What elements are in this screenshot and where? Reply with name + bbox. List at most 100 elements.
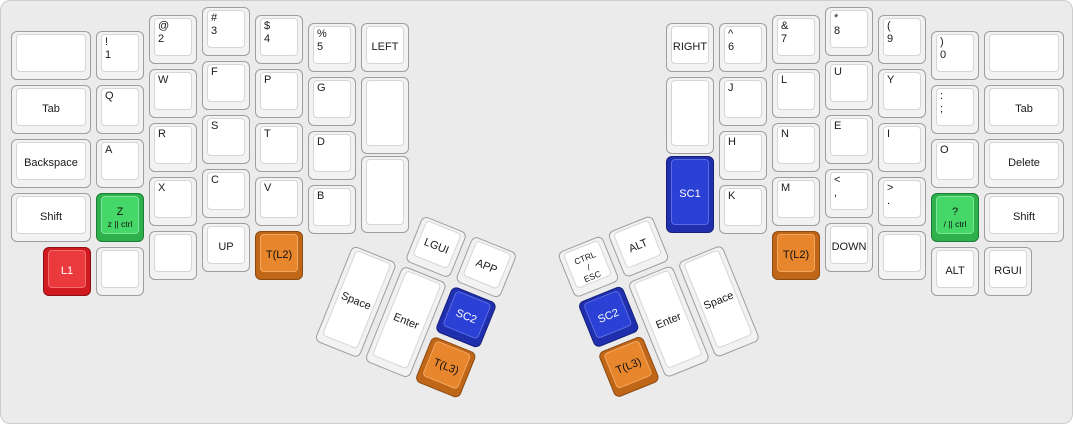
key-2-label: @2 [158, 20, 170, 45]
left-arrow-key[interactable]: LEFT [361, 23, 409, 72]
key-semicolon[interactable]: :; [931, 85, 979, 134]
key-q[interactable]: Q [96, 85, 144, 134]
backspace-key[interactable]: Backspace [11, 139, 91, 188]
blank-key-left-top-surface [16, 34, 86, 72]
alt-key-right[interactable]: ALT [931, 247, 979, 296]
blank-key-label [150, 232, 196, 279]
blank-key-tall-surface [366, 80, 404, 146]
sc1-key-surface [671, 159, 709, 225]
key-x[interactable]: X [149, 177, 197, 226]
blank-key-right-top[interactable] [984, 31, 1064, 80]
key-7[interactable]: &7 [772, 15, 820, 64]
key-j[interactable]: J [719, 77, 767, 126]
key-w[interactable]: W [149, 69, 197, 118]
key-9-surface [883, 18, 921, 56]
key-z-dual-surface [101, 196, 139, 234]
key-k[interactable]: K [719, 185, 767, 234]
key-h[interactable]: H [719, 131, 767, 180]
key-f[interactable]: F [202, 61, 250, 110]
key-v[interactable]: V [255, 177, 303, 226]
key-1-label: !1 [105, 36, 112, 61]
key-y[interactable]: Y [878, 69, 926, 118]
key-y-label: Y [887, 74, 895, 86]
key-l-surface [777, 72, 815, 110]
key-period-label: >. [887, 182, 894, 207]
sc2-key-right-label: SC2 [596, 306, 621, 326]
key-g-surface [313, 80, 351, 118]
key-1[interactable]: !1 [96, 31, 144, 80]
sc1-key[interactable]: SC1 [666, 156, 714, 233]
t-l2-key-right[interactable]: T(L2) [772, 231, 820, 280]
key-i-label: I [887, 128, 891, 140]
tab-key-right-label: Tab [1015, 103, 1033, 115]
blank-key-tall-label [362, 78, 408, 153]
key-slash-dual-label: ?/ || ctrl [943, 206, 967, 229]
l1-layer-key[interactable]: L1 [43, 247, 91, 296]
t-l3-key-left[interactable]: T(L3) [414, 335, 478, 400]
key-l[interactable]: L [772, 69, 820, 118]
blank-key-tall[interactable] [666, 77, 714, 154]
up-arrow-key[interactable]: UP [202, 223, 250, 272]
key-c[interactable]: C [202, 169, 250, 218]
key-s[interactable]: S [202, 115, 250, 164]
key-slash-dual-surface [936, 196, 974, 234]
key-p[interactable]: P [255, 69, 303, 118]
key-2[interactable]: @2 [149, 15, 197, 64]
key-9[interactable]: (9 [878, 15, 926, 64]
rgui-key[interactable]: RGUI [984, 247, 1032, 296]
key-i-surface [883, 126, 921, 164]
key-b[interactable]: B [308, 185, 356, 234]
key-a[interactable]: A [96, 139, 144, 188]
key-slash-dual[interactable]: ?/ || ctrl [931, 193, 979, 242]
down-arrow-key[interactable]: DOWN [825, 223, 873, 272]
blank-key[interactable] [878, 231, 926, 280]
key-0[interactable]: )0 [931, 31, 979, 80]
key-comma[interactable]: <, [825, 169, 873, 218]
delete-key[interactable]: Delete [984, 139, 1064, 188]
key-t[interactable]: T [255, 123, 303, 172]
blank-key[interactable] [96, 247, 144, 296]
key-x-surface [154, 180, 192, 218]
blank-key[interactable] [149, 231, 197, 280]
key-o[interactable]: O [931, 139, 979, 188]
right-arrow-key[interactable]: RIGHT [666, 23, 714, 72]
key-5-label: %5 [317, 28, 327, 53]
tab-key-left[interactable]: Tab [11, 85, 91, 134]
key-i[interactable]: I [878, 123, 926, 172]
blank-key-left-top[interactable] [11, 31, 91, 80]
key-2-surface [154, 18, 192, 56]
blank-key-tall[interactable] [361, 77, 409, 154]
blank-key-tall-surface [366, 159, 404, 225]
key-x-label: X [158, 182, 166, 194]
key-d[interactable]: D [308, 131, 356, 180]
shift-key-left[interactable]: Shift [11, 193, 91, 242]
shift-key-right[interactable]: Shift [984, 193, 1064, 242]
blank-key-tall[interactable] [361, 156, 409, 233]
left-arrow-key-label: LEFT [371, 41, 399, 53]
key-n[interactable]: N [772, 123, 820, 172]
blank-key-tall-label [667, 78, 713, 153]
key-5[interactable]: %5 [308, 23, 356, 72]
t-l3-key-right-label: T(L3) [614, 355, 644, 377]
key-r-surface [154, 126, 192, 164]
key-r[interactable]: R [149, 123, 197, 172]
key-e[interactable]: E [825, 115, 873, 164]
key-6[interactable]: ^6 [719, 23, 767, 72]
sc1-key-label: SC1 [679, 188, 701, 200]
tab-key-right[interactable]: Tab [984, 85, 1064, 134]
key-u[interactable]: U [825, 61, 873, 110]
delete-key-surface [989, 142, 1059, 180]
key-4[interactable]: $4 [255, 15, 303, 64]
key-period[interactable]: >. [878, 177, 926, 226]
key-1-surface [101, 34, 139, 72]
key-g[interactable]: G [308, 77, 356, 126]
key-m[interactable]: M [772, 177, 820, 226]
key-8[interactable]: *8 [825, 7, 873, 56]
key-m-label: M [781, 182, 791, 194]
key-d-surface [313, 134, 351, 172]
key-3[interactable]: #3 [202, 7, 250, 56]
t-l2-key-left[interactable]: T(L2) [255, 231, 303, 280]
t-l3-key-right[interactable]: T(L3) [597, 335, 661, 399]
key-c-label: C [211, 174, 219, 186]
